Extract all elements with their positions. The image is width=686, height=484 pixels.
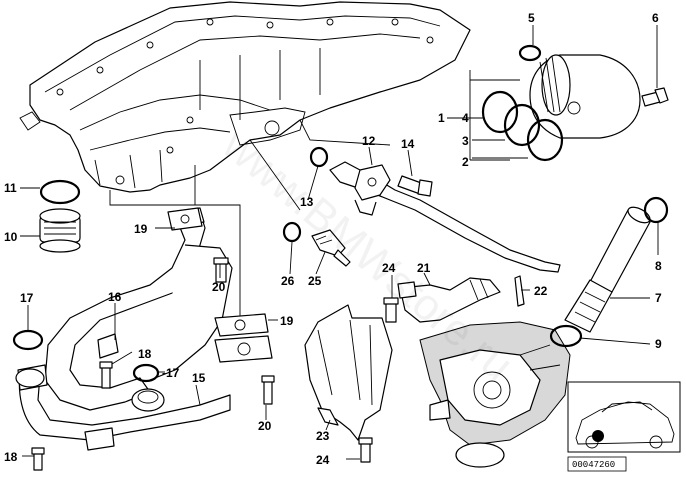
callout-23: 23 [316,429,330,443]
diagram-reference-number: 00047260 [572,460,615,470]
drain-plug [39,208,81,253]
callout-17: 17 [20,291,34,305]
callout-19: 19 [134,222,148,236]
bolt-6 [641,87,669,107]
oil-suction-pipe [564,206,651,333]
bolt-14 [397,175,433,197]
bolt-18b [31,447,45,471]
flange-gasket-19a [167,207,203,231]
callout-2: 2 [462,155,469,169]
callout-11: 11 [4,181,17,195]
vehicle-locator-inset: 00047260 [567,381,681,472]
callout-1: 1 [438,111,445,125]
callout-12: 12 [362,134,376,148]
callout-19-second: 19 [280,314,294,328]
oring-8 [643,196,669,224]
callout-26: 26 [281,274,295,288]
oring-9 [549,324,583,348]
bolt-24b [358,437,373,463]
callout-22: 22 [534,284,548,298]
oil-level-sensor [311,229,351,267]
callout-24: 24 [382,261,396,275]
callout-25: 25 [308,274,322,288]
oring-13 [309,146,329,168]
callout-16: 16 [108,290,122,304]
callout-18: 18 [138,347,152,361]
oil-pump [419,321,571,468]
callout-4: 4 [462,111,469,125]
oil-return-pipes [15,207,233,451]
oring-17a [12,329,44,351]
callout-24-second: 24 [316,453,330,467]
bolt-20b [261,375,275,405]
callout-10: 10 [4,230,18,244]
callout-17-second: -17 [162,366,180,380]
leader-lines [20,25,659,460]
callout-21: 21 [417,261,431,275]
callout-9: 9 [655,337,662,351]
filter-seal-rings [481,90,564,162]
oring-17b [132,363,160,383]
flange-plate [214,335,273,363]
oil-pan [19,1,471,193]
callout-13: 13 [300,195,314,209]
callout-20-second: 20 [258,419,272,433]
heat-shield [304,304,393,441]
flange-gasket-19b [214,313,269,337]
oring-5 [518,44,542,62]
seal-22 [514,275,525,307]
bolt-24a [383,297,399,323]
callout-8: 8 [655,259,662,273]
gasket-11 [39,179,81,205]
bolt-18a [99,361,113,389]
oil-filter-housing [529,54,641,139]
dipstick-tube [329,161,561,273]
callout-14: 14 [401,137,415,151]
callout-20: 20 [212,280,226,294]
callout-3: 3 [462,134,469,148]
callout-5: 5 [528,11,535,25]
callout-18-second: 18 [4,450,18,464]
callout-7: 7 [655,291,662,305]
callout-labels: 1 2 3 4 5 6 7 8 9 10 11 12 13 14 15 16 1… [4,11,662,467]
callout-15: 15 [192,371,206,385]
oil-pickup-pipe [397,277,501,323]
bolt-20a [213,257,229,283]
callout-6: 6 [652,11,659,25]
oring-26 [282,221,302,243]
